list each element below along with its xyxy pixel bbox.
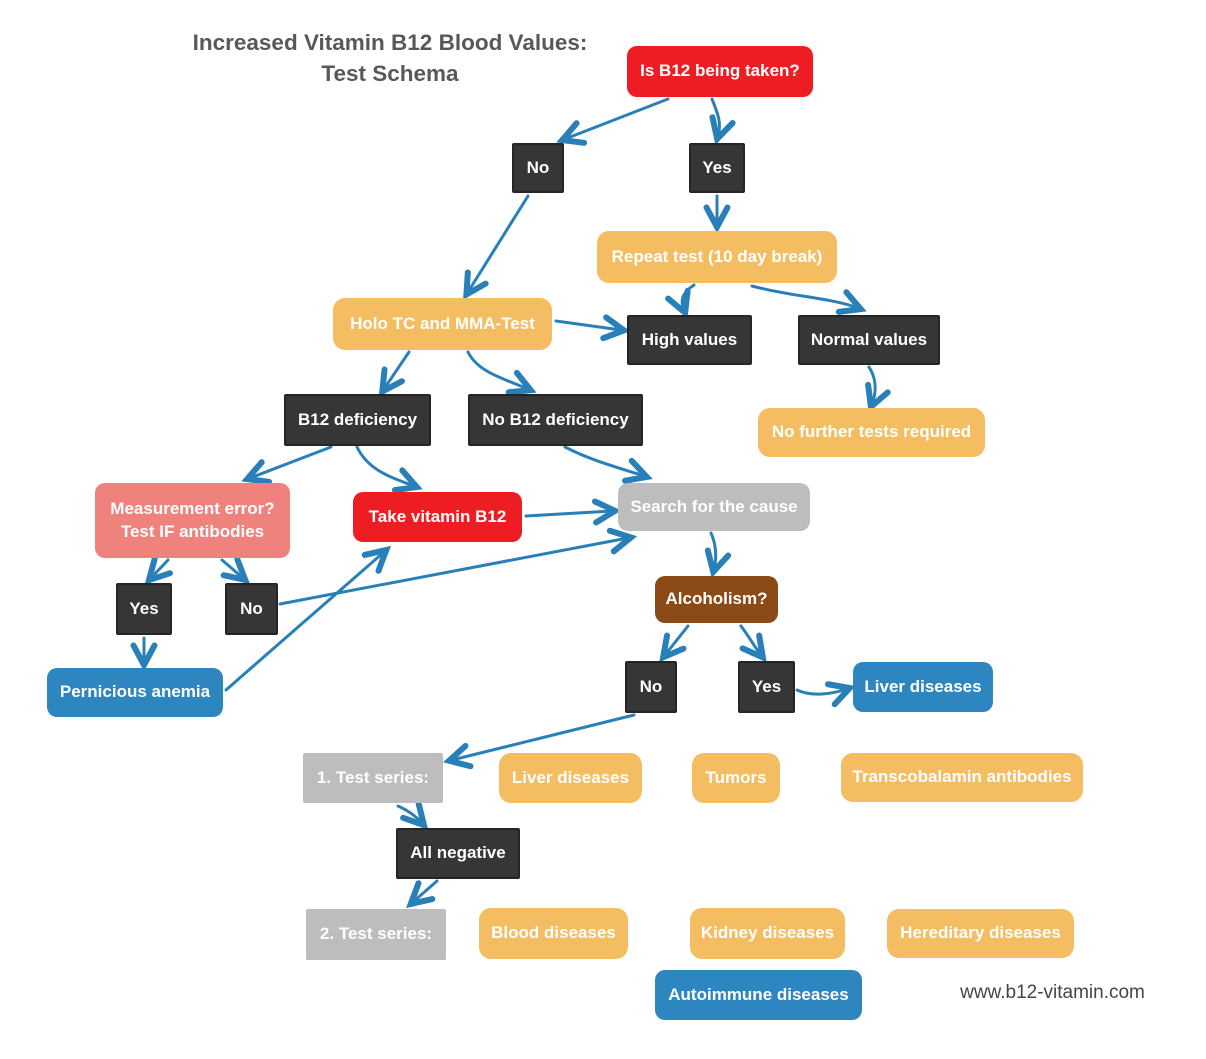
edge-measurement-to-no bbox=[220, 556, 251, 585]
edge-nob12def-to-search bbox=[563, 445, 653, 484]
node-all-negative: All negative bbox=[396, 828, 520, 879]
edge-repeat-to-normal bbox=[750, 284, 867, 315]
edge-takeb12-to-search bbox=[524, 498, 622, 526]
node-alcoholism: Alcoholism? bbox=[655, 576, 778, 623]
edge-holotc-to-b12def bbox=[378, 350, 411, 397]
edge-testseries1-to-allnegative bbox=[396, 800, 429, 830]
edge-holotc-to-high bbox=[554, 314, 631, 342]
node-yes-top: Yes bbox=[689, 143, 745, 193]
node-b12-deficiency: B12 deficiency bbox=[284, 394, 431, 446]
node-no-further-tests: No further tests required bbox=[758, 408, 985, 457]
node-take-vitamin-b12: Take vitamin B12 bbox=[353, 492, 522, 542]
measurement-error-line1: Measurement error? bbox=[110, 499, 275, 519]
node-test-series-1: 1. Test series: bbox=[303, 753, 443, 803]
node-pernicious-anemia: Pernicious anemia bbox=[47, 668, 223, 717]
node-transcobalamin-antibodies: Transcobalamin antibodies bbox=[841, 753, 1083, 802]
node-hereditary-diseases: Hereditary diseases bbox=[887, 909, 1074, 958]
node-tumors: Tumors bbox=[692, 753, 780, 803]
website-url: www.b12-vitamin.com bbox=[960, 982, 1145, 1003]
edge-repeat-to-high bbox=[665, 283, 696, 319]
page-title-line1: Increased Vitamin B12 Blood Values: bbox=[192, 30, 588, 55]
edge-no-to-holotc bbox=[463, 194, 530, 300]
edge-alcoholism-to-yes bbox=[739, 624, 767, 663]
edge-b12def-to-measurement bbox=[241, 445, 333, 485]
edge-allnegative-to-testseries2 bbox=[405, 879, 439, 909]
node-normal-values: Normal values bbox=[798, 315, 940, 365]
page-title: Increased Vitamin B12 Blood Values: Test… bbox=[150, 27, 630, 89]
node-autoimmune-diseases: Autoimmune diseases bbox=[655, 970, 862, 1020]
node-high-values: High values bbox=[627, 315, 752, 365]
measurement-error-line2: Test IF antibodies bbox=[120, 521, 265, 541]
edge-isb12-to-yes bbox=[709, 97, 736, 145]
node-measurement-error: Measurement error? Test IF antibodies bbox=[95, 483, 290, 558]
edge-holotc-to-nob12def bbox=[466, 350, 537, 396]
edge-isb12-to-no bbox=[556, 97, 670, 146]
node-no-top: No bbox=[512, 143, 564, 193]
node-no-b12-deficiency: No B12 deficiency bbox=[468, 394, 643, 446]
node-test-series-2: 2. Test series: bbox=[306, 909, 446, 960]
edge-yes-to-liver bbox=[795, 681, 856, 708]
node-liver-diseases-result: Liver diseases bbox=[853, 662, 993, 712]
edge-noif-to-search bbox=[278, 527, 638, 606]
node-no-if: No bbox=[225, 583, 278, 635]
node-liver-diseases-test: Liver diseases bbox=[499, 753, 642, 803]
node-repeat-test: Repeat test (10 day break) bbox=[597, 231, 837, 283]
node-blood-diseases: Blood diseases bbox=[479, 908, 628, 959]
edge-no-to-testseries1 bbox=[442, 713, 636, 770]
edge-pernicious-to-takeb12 bbox=[224, 545, 392, 692]
page-title-line2: Test Schema bbox=[321, 61, 459, 87]
node-holo-tc-mma-test: Holo TC and MMA-Test bbox=[333, 298, 552, 350]
node-no-alcohol: No bbox=[625, 661, 677, 713]
node-yes-if: Yes bbox=[116, 583, 172, 635]
edge-measurement-to-yes bbox=[144, 555, 173, 585]
node-is-b12-being-taken: Is B12 being taken? bbox=[627, 46, 813, 97]
node-search-for-cause: Search for the cause bbox=[618, 483, 810, 531]
edge-search-to-alcoholism bbox=[704, 531, 732, 579]
edge-normal-to-nofurther bbox=[865, 365, 891, 413]
edge-alcoholism-to-no bbox=[659, 624, 690, 663]
edge-b12def-to-takeb12 bbox=[355, 445, 423, 494]
node-kidney-diseases: Kidney diseases bbox=[690, 908, 845, 959]
node-yes-alcohol: Yes bbox=[738, 661, 795, 713]
